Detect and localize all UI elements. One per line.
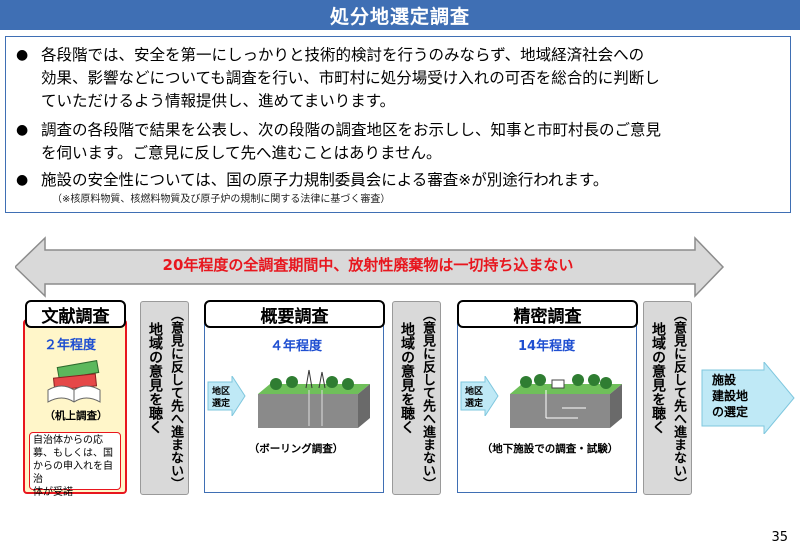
area-label-line: 選定: [464, 399, 483, 409]
area-label-line: 地区: [464, 387, 483, 397]
double-arrow-banner: [15, 236, 725, 298]
final-line: の選定: [712, 405, 749, 419]
stage-literature-caption: （机上調査）: [44, 410, 108, 422]
stage-detailed-caption: （地下施設での調査・試験）: [481, 443, 619, 455]
bullet-1: ● 各段階では、安全を第一にしっかりと技術的検討を行うのみならず、地域経済社会へ…: [16, 44, 660, 113]
final-step-label: 施設 建設地 の選定: [712, 372, 748, 420]
bullet-dot: ●: [16, 172, 29, 188]
area-label-line: 地区: [211, 387, 230, 397]
title-bar: 処分地選定調査: [0, 0, 800, 30]
page-title: 処分地選定調査: [329, 5, 470, 28]
stage-literature-title: 文献調査: [25, 300, 126, 328]
bullet-line: ていただけるよう情報提供し、進めてまいります。: [41, 92, 396, 110]
stage-detailed-period: 14年程度: [518, 339, 576, 354]
stage-overview-period: ４年程度: [270, 339, 323, 354]
final-line: 施設: [712, 373, 737, 387]
books-icon: [47, 360, 101, 403]
bullet-3: ● 施設の安全性については、国の原子力規制委員会による審査※が別途行われます。: [16, 169, 608, 192]
bullet-line: 各段階では、安全を第一にしっかりと技術的検討を行うのみならず、地域経済社会への: [41, 46, 645, 64]
bullet-dot: ●: [16, 122, 29, 138]
gray-column-1: （意見に反して先へ進まない） 地域の意見を聴く: [140, 301, 189, 495]
gray-main-text: 地域の意見を聴く: [147, 322, 163, 434]
underground-facility-illustration: [510, 374, 622, 428]
bullet-line: 施設の安全性については、国の原子力規制委員会による審査※が別途行われます。: [41, 171, 609, 189]
area-selection-label: 地区 選定: [461, 386, 487, 410]
arrow-right-icon: [207, 376, 246, 416]
banner-text: 20年程度の全調査期間中、放射性廃棄物は一切持ち込まない: [162, 256, 574, 274]
gray-paren-text: （意見に反して先へ進まない）: [671, 308, 686, 490]
gray-main-text: 地域の意見を聴く: [399, 322, 415, 434]
stage-overview-title: 概要調査: [204, 300, 385, 328]
boring-survey-illustration: [258, 369, 370, 428]
bullet-line: 調査の各段階で結果を公表し、次の段階の調査地区をお示しし、知事と市町村長のご意見: [41, 121, 662, 139]
note-line: 自治体からの応: [33, 435, 103, 446]
note-line: からの申入れを自治: [33, 461, 113, 485]
bullet-line: を伺います。ご意見に反して先へ進むことはありません。: [41, 144, 442, 162]
bullet-dot: ●: [16, 47, 29, 63]
note-line: 募、もしくは、国: [33, 448, 113, 459]
gray-column-3: （意見に反して先へ進まない） 地域の意見を聴く: [643, 301, 692, 495]
stage-literature-period: ２年程度: [44, 338, 97, 353]
arrow-right-icon: [460, 376, 499, 416]
gray-paren-text: （意見に反して先へ進まない）: [168, 308, 183, 490]
area-selection-label: 地区 選定: [208, 386, 234, 410]
gray-main-text: 地域の意見を聴く: [650, 322, 666, 434]
note-line: 体が受諾: [33, 487, 73, 498]
bullet-2: ● 調査の各段階で結果を公表し、次の段階の調査地区をお示しし、知事と市町村長のご…: [16, 119, 661, 165]
bullet-box: ● 各段階では、安全を第一にしっかりと技術的検討を行うのみならず、地域経済社会へ…: [5, 36, 791, 213]
stage-overview-caption: （ボーリング調査）: [248, 443, 344, 455]
area-label-line: 選定: [211, 399, 230, 409]
final-arrow-icon: [701, 362, 795, 434]
stage-literature-note: 自治体からの応 募、もしくは、国 からの申入れを自治 体が受諾: [29, 432, 121, 498]
gray-paren-text: （意見に反して先へ進まない）: [420, 308, 435, 490]
final-line: 建設地: [712, 389, 749, 403]
bullet-line: 効果、影響などについても調査を行い、市町村に処分場受け入れの可否を総合的に判断し: [41, 69, 660, 87]
footnote: （※核原料物質、核燃料物質及び原子炉の規制に関する法律に基づく審査）: [52, 194, 391, 205]
page-number: 35: [771, 530, 788, 545]
stage-detailed-title: 精密調査: [457, 300, 638, 328]
gray-column-2: （意見に反して先へ進まない） 地域の意見を聴く: [392, 301, 441, 495]
